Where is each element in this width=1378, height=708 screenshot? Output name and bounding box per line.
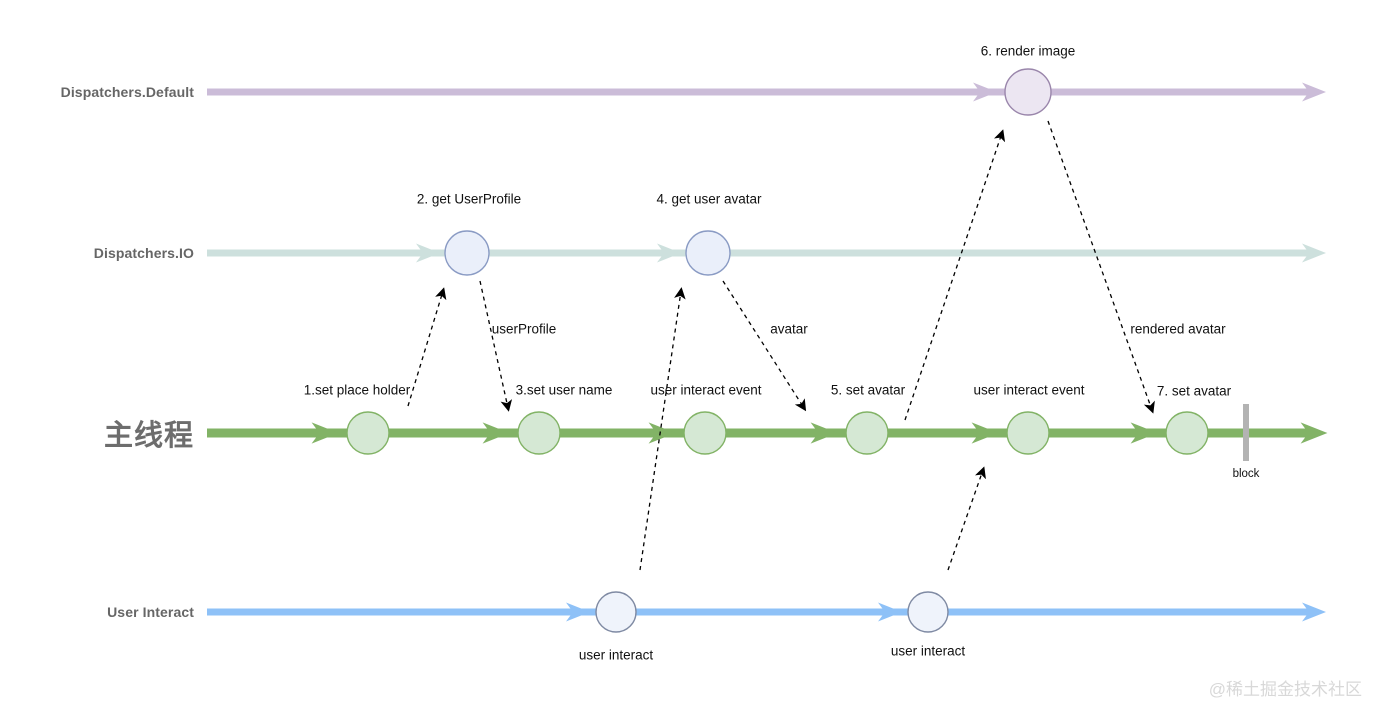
node-label-set-user-name: 3.set user name [515,382,613,398]
lane-arrowhead [878,602,902,622]
connection-profile-to-setusername [479,280,513,412]
lane-arrowhead [1300,422,1328,444]
connection-setavatar-to-render [904,129,1006,421]
node-user-interact-2[interactable] [907,591,949,633]
lane-arrowhead [566,602,590,622]
block-marker-label: block [1232,468,1260,480]
connection-avatar-to-setavatar [722,280,807,412]
connection-interact2-to-up [947,466,986,571]
lanes-layer [207,68,1328,633]
lane-main-thread [207,411,1328,455]
lane-arrowhead [311,422,339,444]
node-label-set-avatar-7: 7. set avatar [1156,383,1232,399]
lane-arrowhead [973,82,997,102]
lane-user-interact [207,591,1326,633]
connection-label-profile-to-setusername: userProfile [491,321,557,337]
node-label-get-userprofile: 2. get UserProfile [416,191,522,207]
node-label-user-interact-2: user interact [890,643,966,659]
node-label-user-interact-event-1: user interact event [650,382,762,398]
connection-render-to-setavatar7 [1047,120,1155,414]
connection-interact1-to-getavatar [639,287,686,571]
lane-arrowhead [1130,422,1158,444]
node-get-userprofile[interactable] [444,230,490,276]
lane-arrowhead [482,422,510,444]
connection-placeholder-to-getprofile [407,287,447,407]
lane-dispatchers-default [207,68,1326,116]
node-get-user-avatar[interactable] [685,230,731,276]
connection-label-render-to-setavatar7: rendered avatar [1130,321,1226,337]
lane-arrowhead [810,422,838,444]
lane-arrowhead [657,243,681,263]
node-set-avatar-5[interactable] [845,411,889,455]
node-render-image[interactable] [1004,68,1052,116]
lane-arrowhead [971,422,999,444]
lane-label-dispatchers-default: Dispatchers.Default [60,84,194,100]
connection-label-avatar-to-setavatar: avatar [770,321,808,337]
node-label-render-image: 6. render image [980,43,1076,59]
connections-layer [407,120,1155,571]
node-set-user-name[interactable] [517,411,561,455]
node-label-set-avatar-5: 5. set avatar [830,382,906,398]
lane-arrowhead [648,422,676,444]
node-set-avatar-7[interactable] [1165,411,1209,455]
lane-arrowhead [416,243,440,263]
node-user-interact-1[interactable] [595,591,637,633]
node-label-user-interact-1: user interact [578,647,654,663]
lane-label-user-interact: User Interact [107,604,194,620]
node-user-interact-event-2[interactable] [1006,411,1050,455]
lane-dispatchers-io [207,230,1326,276]
node-set-place-holder[interactable] [346,411,390,455]
lane-arrowhead [1302,82,1326,102]
lane-arrowhead [1302,243,1326,263]
lane-arrowhead [1302,602,1326,622]
node-label-get-user-avatar: 4. get user avatar [656,191,762,207]
node-label-user-interact-event-2: user interact event [973,382,1085,398]
lane-label-dispatchers-io: Dispatchers.IO [93,245,194,261]
node-label-set-place-holder: 1.set place holder [303,382,411,398]
node-user-interact-event-1[interactable] [683,411,727,455]
lane-label-main-thread: 主线程 [103,420,194,452]
watermark: @稀土掘金技术社区 [1208,680,1362,699]
